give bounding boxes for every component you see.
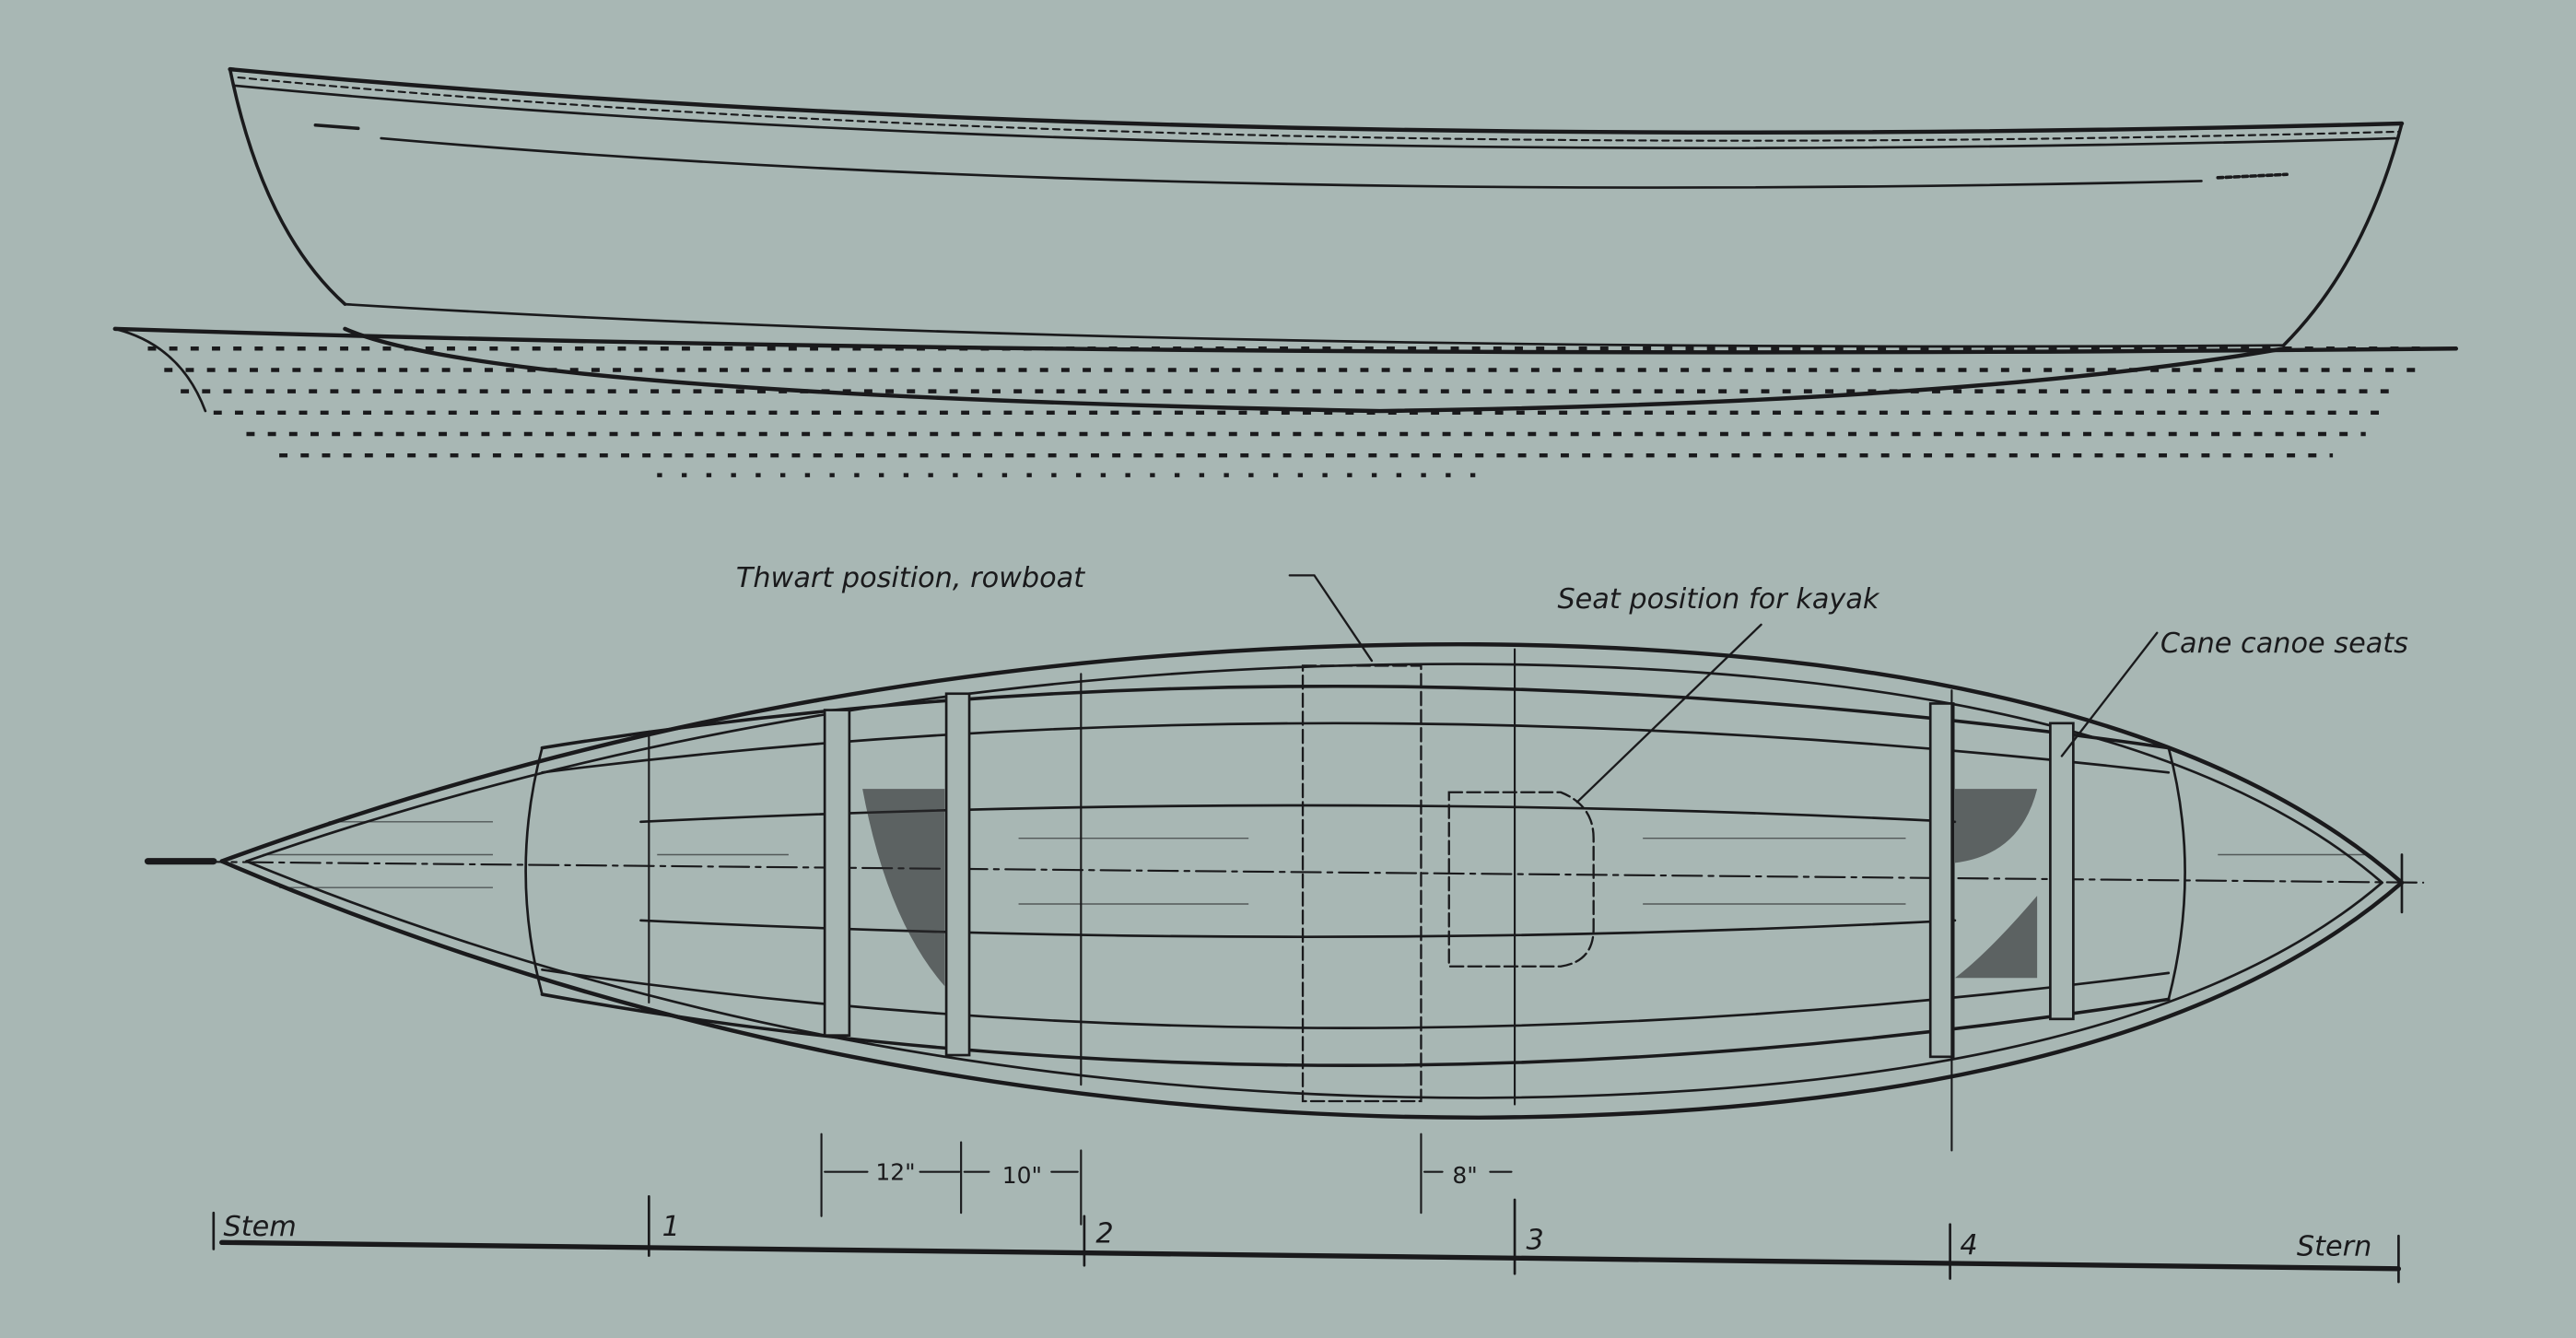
station-stern: Stern <box>2297 1231 2371 1263</box>
station-2: 2 <box>1095 1217 1113 1250</box>
kayak-seat-outline <box>1447 791 1595 968</box>
annotations: Thwart position, rowboat Seat position f… <box>736 562 2408 804</box>
canoe-seats-label: Cane canoe seats <box>2160 628 2408 660</box>
dim-8in: 8" <box>1452 1162 1477 1189</box>
thwart-label: Thwart position, rowboat <box>736 562 1085 594</box>
station-1: 1 <box>662 1211 680 1243</box>
centerline <box>146 860 2425 884</box>
frames <box>823 692 2075 1059</box>
water-hatching <box>147 346 2432 477</box>
gunwale-bottom <box>219 859 2405 1121</box>
mesh-hatching <box>862 789 2038 987</box>
thwart-outline <box>1301 664 1423 1103</box>
station-line: Stem 1 2 3 4 Stern <box>212 1195 2402 1284</box>
dim-10in: 10" <box>1002 1162 1042 1189</box>
kayak-seat-label: Seat position for kayak <box>1557 583 1879 616</box>
dimensions: 12" 10" 8" <box>820 1133 1513 1226</box>
wood-grain <box>263 821 2366 905</box>
keel-line <box>343 326 2286 414</box>
station-3: 3 <box>1527 1224 1544 1256</box>
dim-12in: 12" <box>875 1159 915 1186</box>
sheer-line <box>228 66 2405 135</box>
side-view <box>112 66 2459 477</box>
station-stem: Stem <box>224 1211 297 1243</box>
plan-view <box>144 642 2425 1152</box>
station-4: 4 <box>1960 1229 1977 1262</box>
